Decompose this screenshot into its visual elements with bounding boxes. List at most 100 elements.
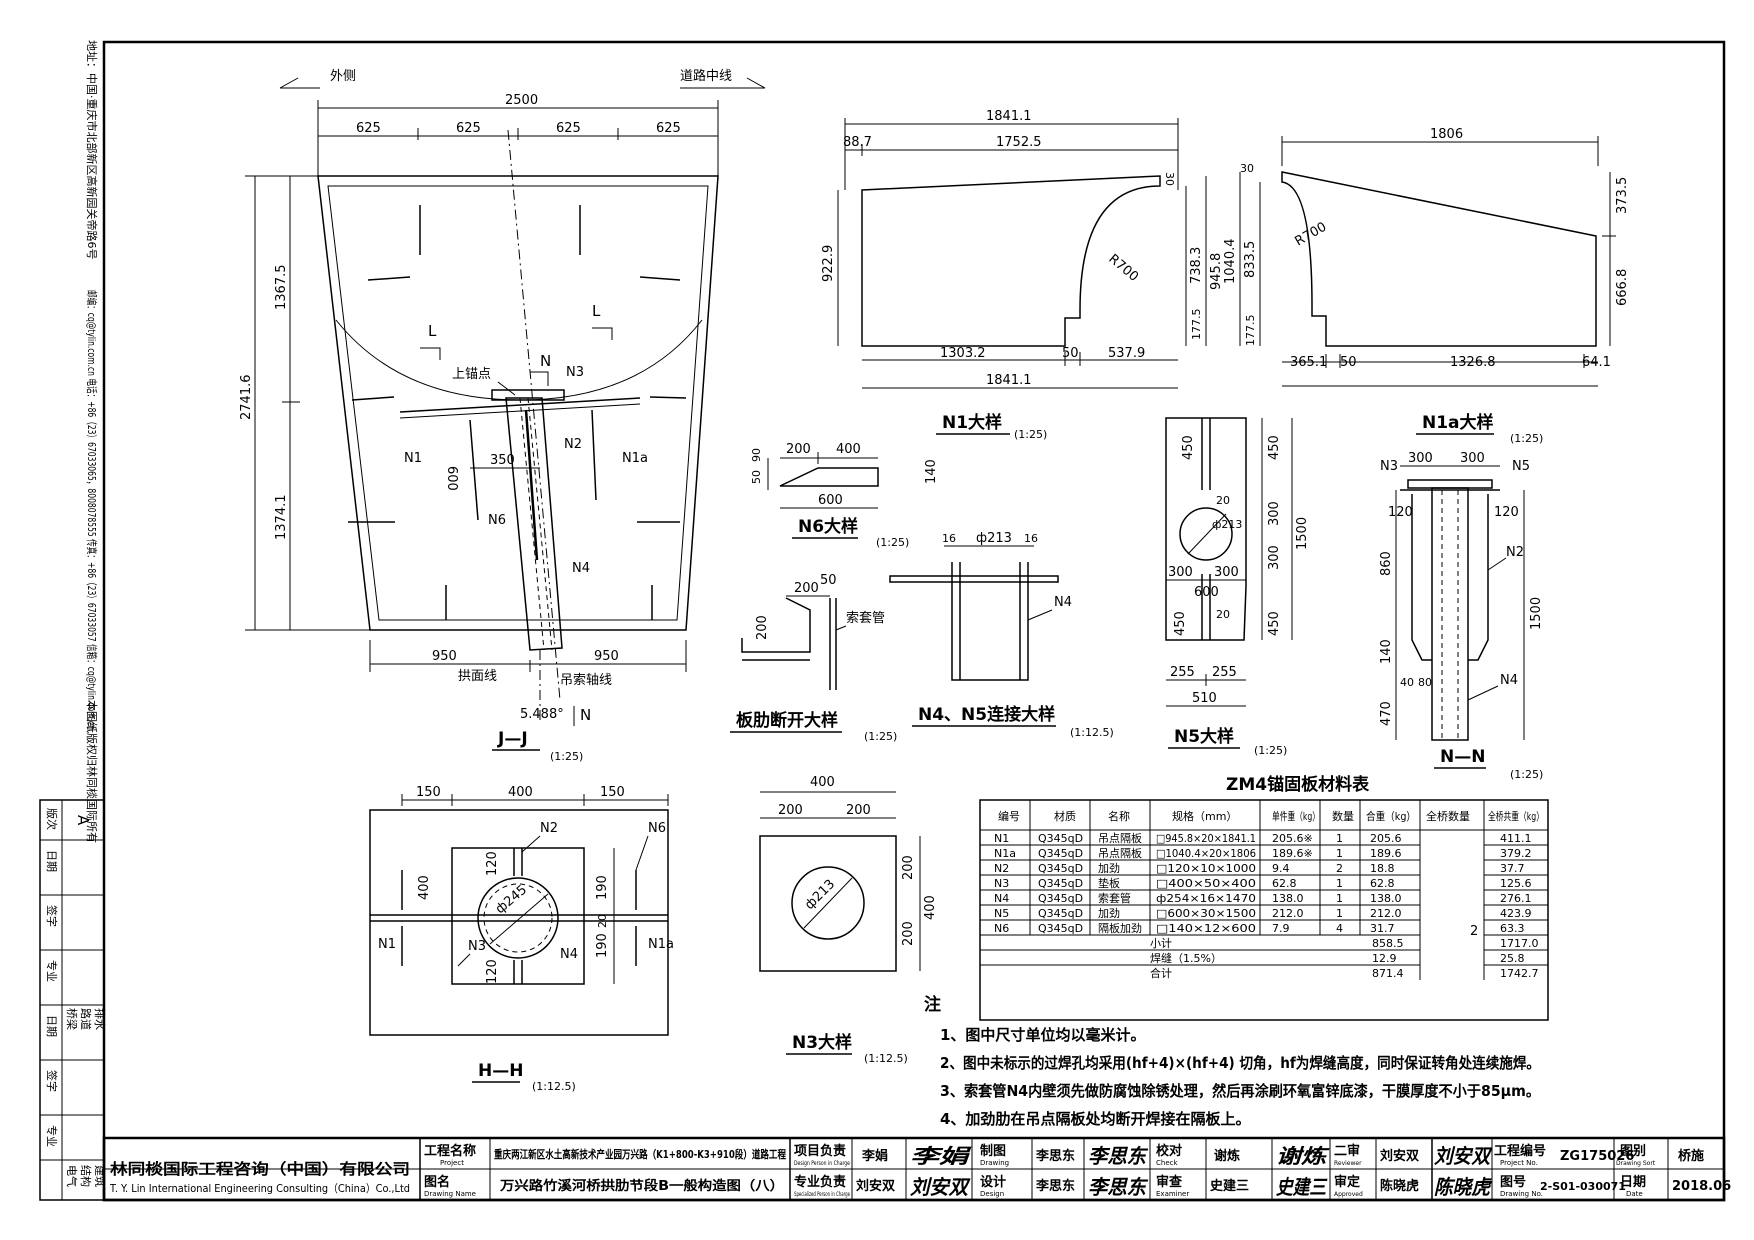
- hh-label-N1a: N1a: [648, 937, 674, 952]
- n1-dim-top: 1841.1: [986, 109, 1032, 124]
- jj-label-arch: 拱面线: [458, 669, 497, 684]
- exam-label-en: Examiner: [1156, 1190, 1189, 1198]
- table-title: ZM4锚固板材料表: [1226, 774, 1370, 795]
- design-label-en: Design: [980, 1190, 1004, 1198]
- n1-title: N1大样: [942, 412, 1002, 433]
- n1-dim-1752: 1752.5: [996, 135, 1042, 150]
- table-header-col: 数量: [1332, 810, 1354, 823]
- n5-dim-20a: 20: [1216, 494, 1230, 507]
- n1a-dim-30: 30: [1240, 162, 1254, 175]
- pm-name: 李娟: [861, 1148, 888, 1164]
- n1a-radius: R700: [1293, 220, 1330, 250]
- jj-dim-q1: 625: [356, 121, 381, 136]
- table-cell: 189.6※: [1272, 847, 1313, 860]
- n3-dim-200c: 200: [901, 855, 916, 880]
- table-header-row: 编号 材质 名称 规格（mm） 单件重（kg） 数量 合重（kg） 全桥数量 全…: [998, 809, 1544, 823]
- check-label-en: Check: [1156, 1159, 1178, 1167]
- jj-dim-q2: 625: [456, 121, 481, 136]
- rib-dim-200v: 200: [755, 615, 770, 640]
- jj-label-cable: 吊索轴线: [560, 673, 612, 688]
- drawing-sort: 桥施: [1678, 1148, 1704, 1164]
- view-nn: 300 300 N3 N5 120 120 N2 860 1500 140 40…: [1379, 451, 1544, 781]
- nn-label-N4: N4: [1500, 673, 1518, 688]
- side-strip: 地址：中国·重庆市北部新区高新园关帝路6号 邮编：cq@tylin.com.cn…: [39, 40, 107, 1201]
- n5-dim-300d: 300: [1214, 565, 1239, 580]
- exam-name: 史建三: [1210, 1178, 1249, 1194]
- view-n5: 450 450 20 ф213 300 300 1500 300 300 600…: [1165, 417, 1310, 757]
- table-cell: 205.6※: [1272, 832, 1313, 845]
- table-cell: □600×30×1500: [1156, 907, 1256, 920]
- sign-col-2: 签字: [45, 905, 59, 927]
- drawn-label: 制图: [980, 1143, 1006, 1159]
- view-n3: 400 200 200 ф213 400 200 200 N3大样 (1:12.…: [759, 775, 938, 1065]
- side-address: 地址：中国·重庆市北部新区高新园关帝路6号: [85, 40, 99, 260]
- table-cell: 隔板加劲: [1098, 921, 1142, 935]
- table-cell: 垫板: [1098, 876, 1120, 890]
- n6-dim-400: 400: [836, 442, 861, 457]
- n1a-dim-1775: 177.5: [1244, 315, 1257, 347]
- jj-title: J—J: [497, 729, 528, 749]
- sort-label: 图别: [1620, 1144, 1646, 1159]
- table-cell: Q345qD: [1038, 862, 1083, 875]
- hh-dim-400: 400: [508, 785, 533, 800]
- review-label-en: Reviewer: [1334, 1160, 1362, 1167]
- jj-dim-lower: 1374.1: [274, 495, 289, 541]
- n5-dim-510: 510: [1192, 691, 1217, 706]
- approve-signature: 陈晓虎: [1434, 1175, 1493, 1199]
- nn-dim-860: 860: [1379, 551, 1394, 576]
- table-cell: 62.8: [1370, 877, 1395, 890]
- hh-dim-150a: 150: [416, 785, 441, 800]
- drawing-frame: [102, 40, 1726, 1202]
- table-cell: 62.8: [1272, 877, 1297, 890]
- design-label: 设计: [980, 1174, 1006, 1190]
- nn-label-N5: N5: [1512, 459, 1530, 474]
- view-n4n5: 16 ф213 16 N4 N4、N5连接大样 (1:12.5): [889, 531, 1114, 739]
- n1a-dim-10404: 1040.4: [1223, 239, 1238, 285]
- view-n1: 1841.1 88.7 1752.5 922.9 30 738.3 945.8 …: [821, 109, 1224, 441]
- hh-label-N3: N3: [468, 939, 486, 954]
- n5-dim-450d: 450: [1267, 611, 1282, 636]
- jj-label-N6: N6: [488, 513, 506, 528]
- jj-dim-q4: 625: [656, 121, 681, 136]
- n5-title: N5大样: [1174, 726, 1234, 747]
- side-contact: 邮编：cq@tylin.com.cn 电话：+86（23）67033065，80…: [85, 290, 99, 730]
- table-cell: N5: [994, 907, 1009, 920]
- table-summary-weight: 858.5: [1372, 937, 1404, 950]
- n1-dim-7383: 738.3: [1189, 247, 1204, 284]
- jj-dim-upper: 1367.5: [274, 265, 289, 311]
- n5-scale: (1:25): [1254, 744, 1287, 757]
- view-n6: 200 400 50 90 140 600 N6大样 (1:25): [750, 442, 939, 549]
- table-cell: 1: [1336, 832, 1343, 845]
- view-hh: 150 400 150 ф245 N2 N6 400 N1 N1a N3 N4 …: [369, 785, 674, 1093]
- table-cell: ф254×16×1470: [1156, 892, 1256, 905]
- jj-dim-bot-left: 950: [432, 649, 457, 664]
- company-name-cn: 林同棪国际工程咨询（中国）有限公司: [110, 1160, 410, 1178]
- projno-label: 工程编号: [1494, 1143, 1546, 1159]
- n3-scale: (1:12.5): [864, 1052, 908, 1065]
- approve-label-en: Approved: [1334, 1191, 1363, 1198]
- drawing-number: 2-S01-030071: [1540, 1180, 1626, 1193]
- n1a-dim-8335: 833.5: [1243, 241, 1258, 278]
- design-name: 李思东: [1035, 1178, 1075, 1194]
- table-header-col: 全桥共重（kg）: [1488, 809, 1544, 823]
- notes: 注 1、图中尺寸单位均以毫米计。 2、图中未标示的过焊孔均采用(hf+4)×(h…: [924, 994, 1540, 1128]
- nn-dim-300b: 300: [1460, 451, 1485, 466]
- hh-scale: (1:12.5): [532, 1080, 576, 1093]
- table-cell: 423.9: [1500, 907, 1532, 920]
- table-cell: Q345qD: [1038, 907, 1083, 920]
- n1a-scale: (1:25): [1510, 432, 1543, 445]
- date-label-en: Date: [1626, 1190, 1643, 1198]
- hh-dim-20: 20: [596, 914, 609, 928]
- sp-label-en: Specialized Person in Charge: [794, 1191, 850, 1198]
- table-cell: 加劲: [1098, 862, 1120, 875]
- table-cell: 37.7: [1500, 862, 1525, 875]
- n6-scale: (1:25): [876, 536, 909, 549]
- pm-label-en: Design Person in Charge: [794, 1160, 850, 1167]
- n3-dim-200b: 200: [846, 803, 871, 818]
- jj-label-N1a: N1a: [622, 451, 648, 466]
- table-cell: 31.7: [1370, 922, 1395, 935]
- table-cell: 411.1: [1500, 832, 1532, 845]
- table-cell: N1: [994, 832, 1009, 845]
- n1-scale: (1:25): [1014, 428, 1047, 441]
